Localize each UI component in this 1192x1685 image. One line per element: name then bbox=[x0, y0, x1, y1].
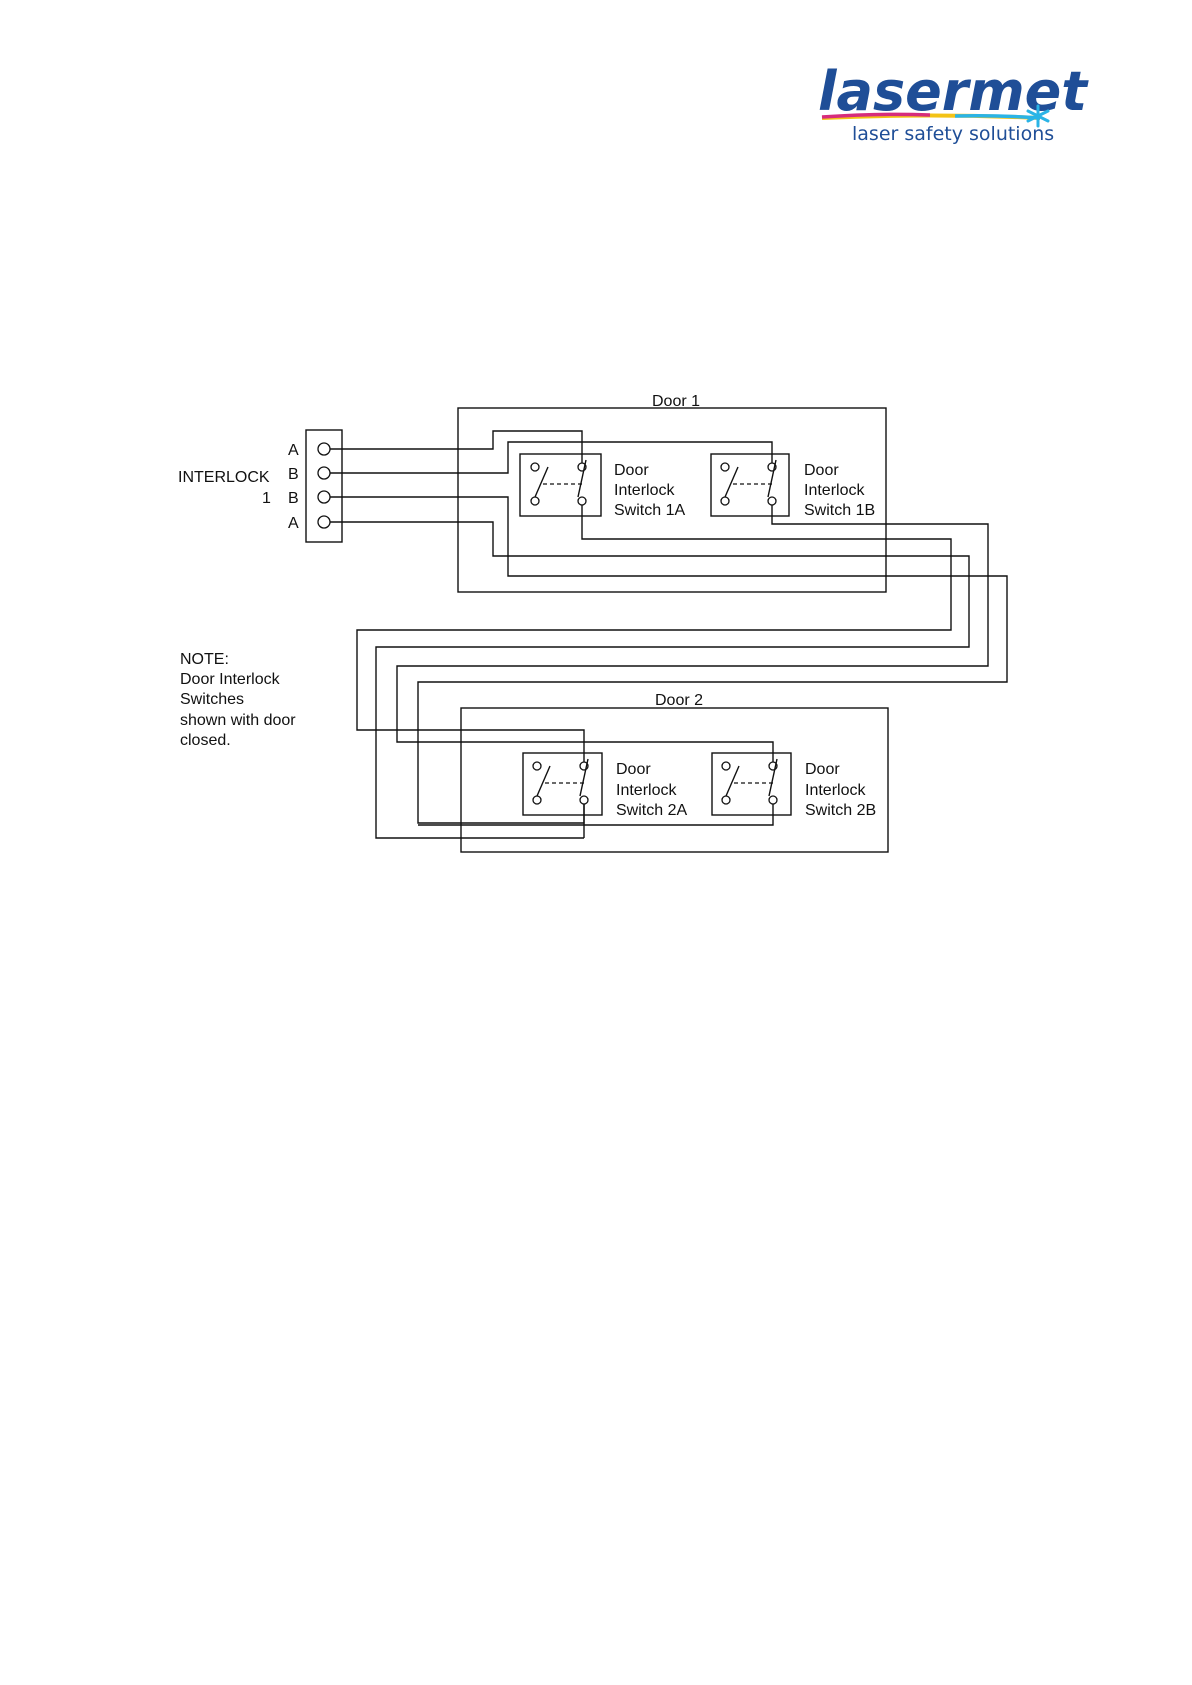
door-2-title: Door 2 bbox=[655, 692, 703, 709]
pin-label-1: A bbox=[288, 442, 299, 459]
switch-1b-label-line3: Switch 1B bbox=[804, 502, 875, 519]
switch-1a-label-line1: Door bbox=[614, 462, 649, 479]
wire-b1 bbox=[330, 442, 772, 473]
switch-1a-label-line3: Switch 1A bbox=[614, 502, 685, 519]
connector-terminal bbox=[318, 467, 330, 479]
door-1-frame bbox=[458, 408, 886, 592]
switch-1b-label-line2: Interlock bbox=[804, 482, 865, 499]
switch-2a-label-line1: Door bbox=[616, 761, 651, 778]
note-line-4: shown with door bbox=[180, 712, 296, 729]
wire-b2 bbox=[330, 497, 1007, 823]
note-line-5: closed. bbox=[180, 732, 231, 749]
switch-1a-body bbox=[520, 454, 601, 516]
connector-terminal bbox=[318, 516, 330, 528]
switch-2b: Door Interlock Switch 2B bbox=[712, 753, 876, 819]
connector-number: 1 bbox=[262, 490, 271, 507]
pin-label-2: B bbox=[288, 466, 299, 483]
connector-label: INTERLOCK bbox=[178, 469, 270, 486]
switch-2b-label-line3: Switch 2B bbox=[805, 802, 876, 819]
diagram-note: NOTE: Door Interlock Switches shown with… bbox=[180, 651, 296, 749]
switch-1b: Door Interlock Switch 1B bbox=[711, 454, 875, 519]
switch-1a-label-line2: Interlock bbox=[614, 482, 675, 499]
wire-1a-out bbox=[357, 505, 951, 762]
note-line-2: Door Interlock bbox=[180, 671, 281, 688]
door-2: Door 2 Door Interlock Switch 2A bbox=[461, 692, 888, 852]
note-line-3: Switches bbox=[180, 691, 244, 708]
switch-2a-label-line2: Interlock bbox=[616, 782, 677, 799]
door-1: Door 1 Door Interlock Switch 1A bbox=[458, 393, 886, 592]
switch-2a-label-line3: Switch 2A bbox=[616, 802, 687, 819]
connector-terminal bbox=[318, 491, 330, 503]
wire-a1 bbox=[330, 431, 582, 463]
switch-1b-label-line1: Door bbox=[804, 462, 839, 479]
wire-1b-out bbox=[397, 505, 988, 762]
pin-label-4: A bbox=[288, 515, 299, 532]
interlock-connector: INTERLOCK 1 A B B A bbox=[178, 430, 342, 542]
pin-label-3: B bbox=[288, 490, 299, 507]
switch-2b-label-line1: Door bbox=[805, 761, 840, 778]
note-line-1: NOTE: bbox=[180, 651, 229, 668]
switch-2a: Door Interlock Switch 2A bbox=[523, 753, 687, 819]
switch-2b-label-line2: Interlock bbox=[805, 782, 866, 799]
switch-1a: Door Interlock Switch 1A bbox=[520, 454, 685, 519]
connector-terminal bbox=[318, 443, 330, 455]
